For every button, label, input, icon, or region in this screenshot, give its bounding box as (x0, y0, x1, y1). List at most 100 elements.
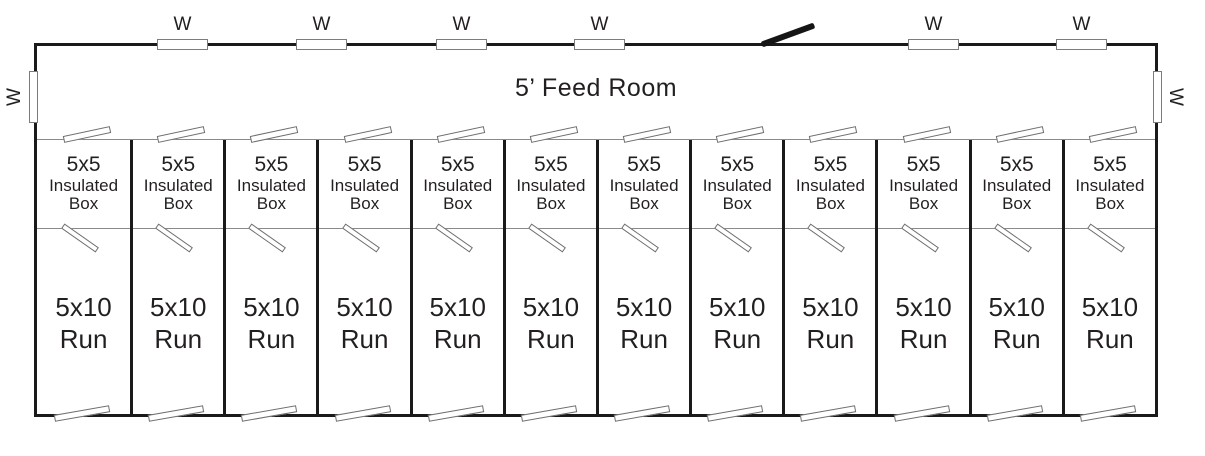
top-wall-window: W (296, 14, 347, 50)
run-size-label: 5x10 (895, 292, 952, 322)
insulated-box-cell: 5x5 Insulated Box (226, 126, 317, 229)
stall-column: 5x5 Insulated Box 5x10 Run (782, 126, 876, 422)
insulated-box-cell: 5x5 Insulated Box (785, 126, 876, 229)
box-size-label: 5x5 (813, 153, 848, 176)
box-size-label: 5x5 (440, 153, 475, 176)
box-size-label: 5x5 (66, 153, 101, 176)
run-size-label: 5x10 (150, 292, 207, 322)
stall-column: 5x5 Insulated Box 5x10 Run (968, 126, 1062, 422)
feed-room-label: 5’ Feed Room (514, 74, 678, 102)
insulated-box-cell: 5x5 Insulated Box (319, 126, 410, 229)
stall-column: 5x5 Insulated Box 5x10 Run (409, 126, 503, 422)
window-label: W (173, 14, 192, 35)
run-exit-door-mark (986, 405, 1043, 422)
run-cell: 5x10 Run (133, 223, 223, 422)
run-size-label: 5x10 (243, 292, 300, 322)
run-exit-door-mark (1079, 405, 1137, 422)
run-cell: 5x10 Run (599, 223, 689, 422)
window-label: W (1072, 14, 1091, 35)
run-cell: 5x10 Run (878, 223, 968, 422)
stall-column: 5x5 Insulated Box 5x10 Run (595, 126, 690, 422)
box-type-label-line1: Insulated (889, 176, 959, 195)
box-type-label-line2: Box (68, 194, 99, 213)
run-exit-door-mark (707, 405, 764, 422)
insulated-box-cell: 5x5 Insulated Box (37, 126, 131, 229)
run-cell: 5x10 Run (226, 223, 316, 422)
run-size-label: 5x10 (55, 292, 112, 322)
insulated-box-cell: 5x5 Insulated Box (692, 126, 783, 229)
box-type-label-line1: Insulated (609, 176, 679, 195)
feed-room: 5’ Feed Room (37, 46, 1155, 140)
insulated-box-cell: 5x5 Insulated Box (412, 126, 503, 229)
stall-column: 5x5 Insulated Box 5x10 Run (502, 126, 596, 422)
top-wall-window: W (908, 14, 959, 50)
box-type-label-line1: Insulated (330, 176, 400, 195)
run-label: Run (340, 324, 389, 354)
run-size-label: 5x10 (709, 292, 766, 322)
left-window-label: W (4, 88, 25, 106)
run-size-label: 5x10 (988, 292, 1045, 322)
run-size-label: 5x10 (429, 292, 486, 322)
run-label: Run (899, 324, 948, 354)
insulated-box-cell: 5x5 Insulated Box (598, 126, 690, 229)
right-wall-window (1153, 71, 1162, 123)
box-type-label-line2: Box (629, 194, 659, 213)
run-cell: 5x10 Run (506, 223, 596, 422)
box-type-label-line1: Insulated (423, 176, 493, 195)
run-label: Run (806, 324, 855, 354)
stall-column: 5x5 Insulated Box 5x10 Run (37, 126, 131, 422)
run-label: Run (154, 324, 203, 354)
insulated-box-cell: 5x5 Insulated Box (971, 126, 1062, 229)
window-label: W (924, 14, 943, 35)
run-size-label: 5x10 (336, 292, 393, 322)
run-exit-door-mark (520, 405, 578, 422)
run-cell: 5x10 Run (1065, 223, 1155, 422)
run-size-label: 5x10 (1081, 292, 1139, 322)
box-size-label: 5x5 (347, 153, 382, 176)
window-label: W (452, 14, 471, 35)
run-label: Run (247, 324, 296, 354)
box-type-label-line2: Box (722, 194, 752, 213)
run-label: Run (527, 324, 575, 354)
top-wall-window: W (1056, 14, 1107, 50)
run-label: Run (992, 324, 1041, 354)
box-type-label-line2: Box (349, 194, 380, 213)
box-size-label: 5x5 (720, 153, 755, 176)
run-exit-door-mark (148, 405, 205, 422)
box-size-label: 5x5 (533, 153, 568, 176)
run-cell: 5x10 Run (37, 223, 130, 422)
building-outline: 5’ Feed Room 5x5 Insulated Box 5x10 Run … (34, 43, 1158, 422)
box-type-label-line1: Insulated (702, 176, 772, 195)
run-size-label: 5x10 (615, 292, 673, 322)
stall-column: 5x5 Insulated Box 5x10 Run (223, 126, 317, 422)
run-exit-door-mark (334, 405, 391, 422)
box-type-label-line1: Insulated (49, 176, 119, 195)
top-wall-window: W (574, 14, 625, 50)
box-type-label-line1: Insulated (516, 176, 586, 195)
run-cell: 5x10 Run (692, 223, 782, 422)
box-type-label-line1: Insulated (795, 176, 865, 195)
box-size-label: 5x5 (1092, 153, 1127, 176)
box-type-label-line1: Insulated (982, 176, 1052, 195)
run-cell: 5x10 Run (413, 223, 503, 422)
stall-column: 5x5 Insulated Box 5x10 Run (130, 126, 224, 422)
box-type-label-line2: Box (815, 194, 846, 213)
box-size-label: 5x5 (906, 153, 941, 176)
run-cell: 5x10 Run (972, 223, 1062, 422)
box-size-label: 5x5 (627, 153, 661, 176)
insulated-box-cell: 5x5 Insulated Box (1064, 126, 1155, 229)
window-label: W (312, 14, 331, 35)
run-cell: 5x10 Run (785, 223, 875, 422)
box-size-label: 5x5 (161, 153, 196, 176)
run-exit-door-mark (53, 405, 110, 422)
stall-column: 5x5 Insulated Box 5x10 Run (1061, 126, 1155, 422)
insulated-box-cell: 5x5 Insulated Box (133, 126, 224, 229)
run-label: Run (620, 324, 668, 354)
box-type-label-line2: Box (1002, 194, 1032, 213)
run-label: Run (1086, 324, 1134, 354)
run-size-label: 5x10 (522, 292, 580, 322)
box-type-label-line2: Box (908, 194, 939, 213)
box-size-label: 5x5 (999, 153, 1034, 176)
insulated-box-cell: 5x5 Insulated Box (505, 126, 596, 229)
run-cell: 5x10 Run (319, 223, 409, 422)
